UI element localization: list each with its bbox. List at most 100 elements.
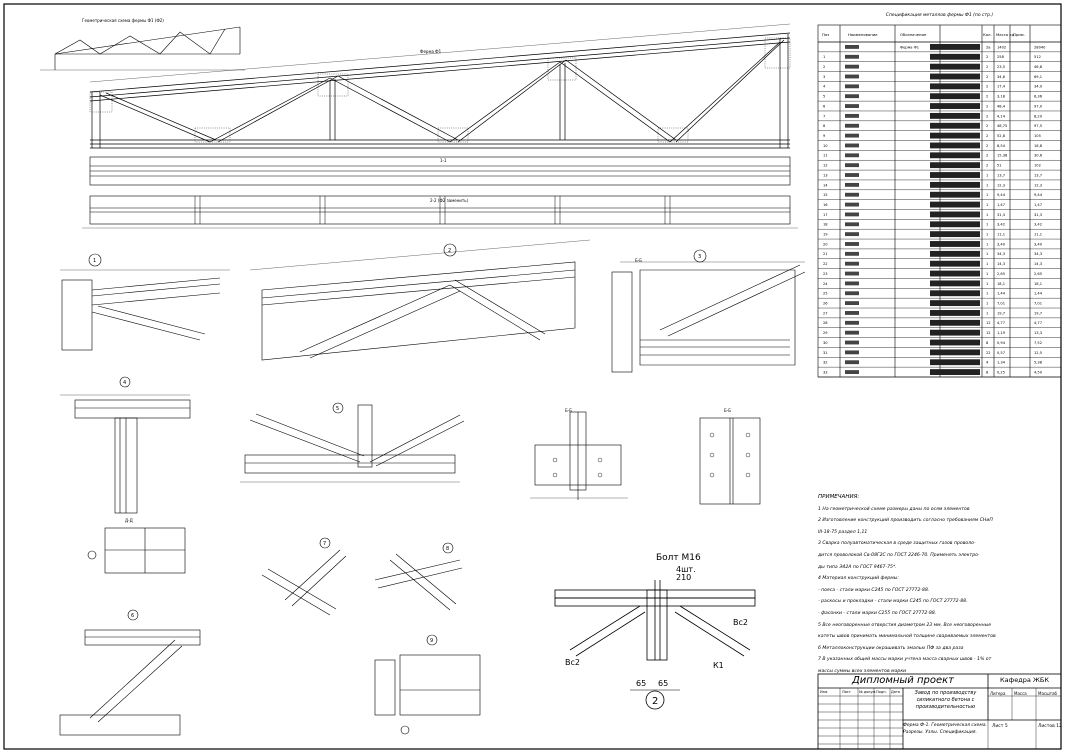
note-line: - пояса - стали марки С245 по ГОСТ 27772… — [818, 587, 930, 593]
spec-cell: 7,01 — [1034, 302, 1042, 306]
svg-text:Д-Д: Д-Д — [125, 518, 133, 523]
title-block-col-doc: № докум. — [859, 690, 877, 694]
spec-cell: 8 — [823, 124, 826, 128]
note-line: 1 На геометрической схеме размеры даны п… — [818, 506, 970, 512]
note-line: 5 Все неоговоренные отверстия диаметром … — [818, 622, 992, 628]
spec-name-block — [845, 192, 859, 197]
svg-text:Б-Б: Б-Б — [724, 408, 731, 413]
spec-name-block — [845, 242, 859, 246]
spec-cell: 22 — [986, 351, 991, 355]
spec-cell: 2 — [986, 55, 988, 59]
spec-name-block — [845, 271, 859, 276]
svg-text:2-2 (Ф2 заменить): 2-2 (Ф2 заменить) — [430, 198, 469, 203]
spec-cell: 23 — [823, 272, 828, 276]
node-detail-6: 6 — [59, 609, 201, 736]
spec-cell: 30,6 — [1034, 154, 1043, 158]
spec-cell: 69,1 — [1034, 75, 1042, 79]
title-block-col-izm: Изм. — [820, 690, 829, 694]
spec-cell: 2 — [986, 124, 988, 128]
spec-cell: 22 — [823, 262, 828, 266]
spec-cell: 25 — [823, 292, 828, 296]
spec-cell: 28 — [823, 321, 828, 325]
spec-cell: 8 — [986, 370, 989, 374]
svg-text:1-1: 1-1 — [440, 158, 447, 163]
spec-cell: 3,40 — [997, 242, 1006, 246]
spec-cell: 13,7 — [1034, 173, 1042, 177]
spec-cell: 2 — [986, 95, 988, 99]
svg-text:2: 2 — [652, 696, 658, 707]
note-line: 2 Изготовление конструкций производить с… — [818, 518, 993, 524]
spec-cell: 30 — [823, 341, 828, 345]
svg-text:Вс2: Вс2 — [565, 658, 580, 667]
spec-cell: 4,77 — [1034, 321, 1042, 325]
title-block-col-sign: Подп. — [876, 690, 887, 694]
note-line: 4 Материал конструкций фермы: — [818, 576, 899, 582]
spec-cell: 11 — [823, 154, 828, 158]
spec-cell: 1,47 — [1034, 203, 1042, 207]
spec-name-block — [845, 350, 859, 355]
spec-designation-block — [930, 162, 980, 169]
svg-text:8: 8 — [446, 546, 449, 552]
spec-designation-block — [930, 191, 980, 198]
spec-cell: 2,65 — [997, 272, 1005, 276]
spec-name-block — [845, 251, 859, 256]
spec-name-block — [845, 143, 859, 148]
spec-cell: 8 — [986, 341, 989, 345]
svg-text:2: 2 — [448, 248, 451, 254]
spec-cell: 512 — [1034, 55, 1041, 59]
spec-name-block — [845, 202, 859, 207]
title-block-sheets: Листов 12 — [1038, 724, 1062, 729]
spec-cell: 1,47 — [997, 203, 1005, 207]
spec-cell: 3,40 — [1034, 242, 1043, 246]
spec-cell: 12,5 — [1034, 351, 1042, 355]
spec-cell: 12 — [986, 331, 991, 335]
svg-text:Вс2: Вс2 — [733, 618, 748, 627]
spec-cell: 1 — [986, 252, 988, 256]
note-line: - раскосы и прокладки - стали марки С245… — [818, 599, 968, 605]
spec-designation-block — [930, 211, 980, 218]
spec-name-block — [845, 360, 859, 365]
spec-designation-block — [930, 44, 980, 50]
title-block-project: Дипломный проект — [851, 675, 955, 686]
ridge-node-detail: 2 65 65 210 Вс2 Вс2 К1 — [554, 573, 756, 710]
note-line: 3 Сварка полуавтоматическая в среде защи… — [818, 541, 976, 547]
spec-cell: 2 — [986, 104, 988, 108]
spec-cell: 15,38 — [997, 154, 1008, 158]
spec-designation-block — [930, 172, 980, 178]
spec-cell: 2 — [986, 114, 988, 118]
spec-name-block — [845, 311, 859, 315]
spec-designation-block — [930, 221, 980, 228]
spec-name-block — [845, 84, 859, 89]
spec-designation-block — [930, 231, 980, 238]
notes-heading: ПРИМЕЧАНИЯ: — [818, 494, 860, 500]
spec-cell: 8,29 — [1034, 114, 1043, 118]
spec-cell: 12 — [823, 164, 828, 168]
spec-header-cell: Кол. — [983, 32, 992, 37]
spec-designation-block — [930, 112, 980, 119]
spec-designation-block — [930, 73, 980, 80]
spec-cell: 5 — [823, 95, 825, 99]
svg-text:5: 5 — [336, 406, 339, 412]
spec-cell: 16,8 — [1034, 144, 1043, 148]
spec-cell: 2 — [986, 134, 988, 138]
spec-cell: 8,54 — [997, 144, 1006, 148]
spec-cell: 34,6 — [997, 75, 1006, 79]
spec-name-block — [845, 320, 859, 325]
spec-cell: 1402 — [997, 45, 1006, 49]
spec-cell: 6,36 — [1034, 95, 1043, 99]
spec-cell: 1,44 — [1034, 292, 1043, 296]
section-b-b-left: Б-Б — [530, 408, 628, 500]
spec-cell: 48,4 — [997, 104, 1006, 108]
spec-cell: 4,14 — [997, 114, 1006, 118]
section-b-b-right: Б-Б — [699, 408, 761, 505]
spec-designation-block — [930, 152, 980, 159]
spec-cell: 258 — [997, 55, 1005, 59]
spec-name-block — [845, 222, 859, 227]
spec-cell: 20 — [823, 242, 828, 246]
spec-cell: 14,3 — [997, 262, 1005, 266]
spec-cell: 18,1 — [997, 282, 1005, 286]
spec-cell: 31 — [823, 351, 828, 355]
node-detail-2: 2 — [249, 239, 591, 361]
spec-designation-block — [930, 83, 980, 90]
svg-text:3: 3 — [698, 254, 701, 260]
